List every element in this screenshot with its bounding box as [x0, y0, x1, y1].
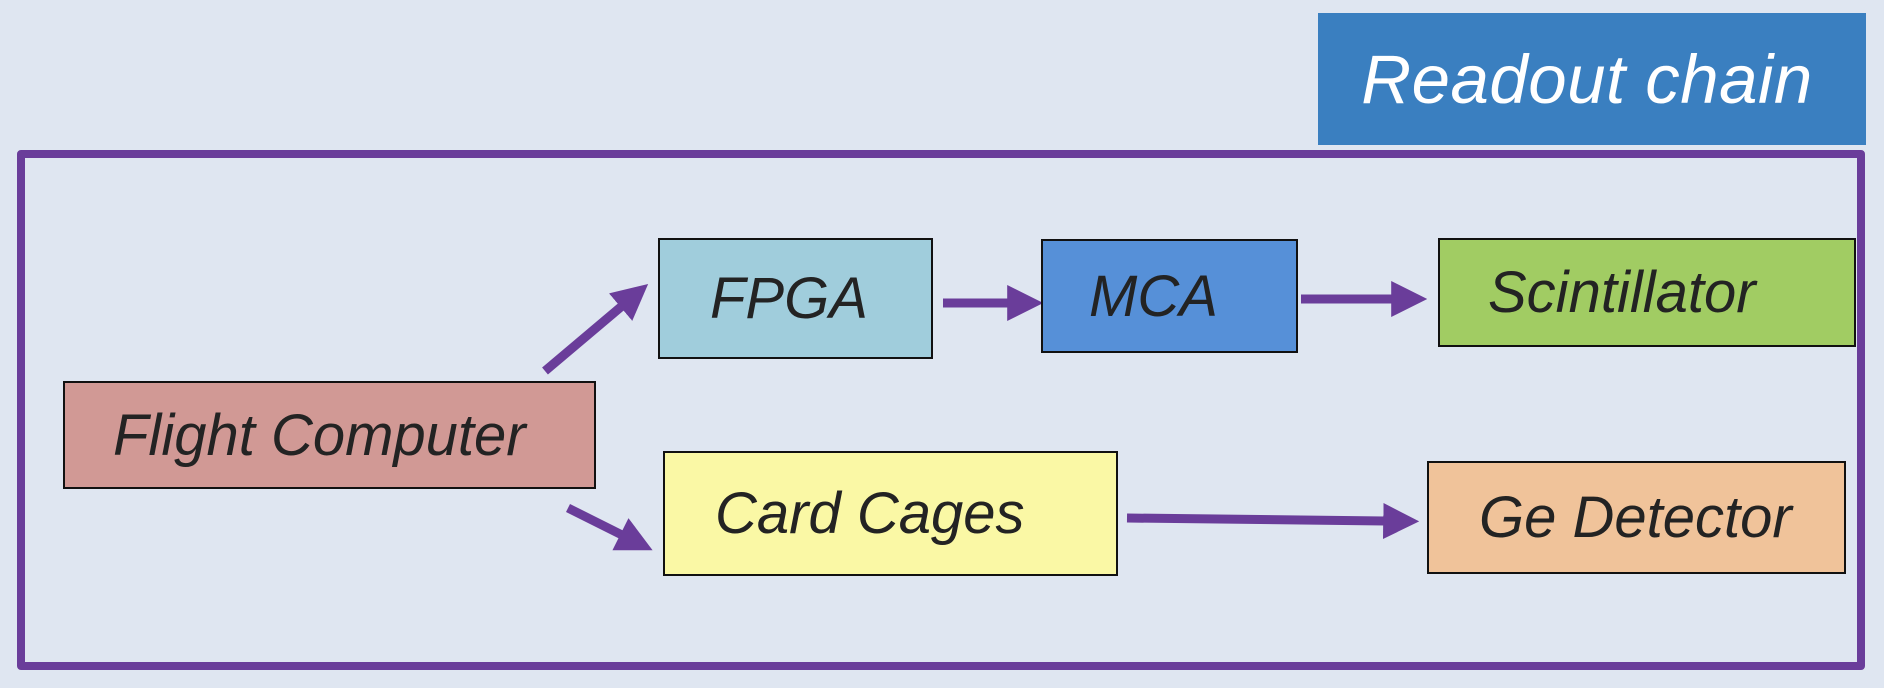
readout-chain-frame	[17, 150, 1865, 670]
scintillator-node: Scintillator	[1438, 238, 1856, 347]
fpga-node: FPGA	[658, 238, 933, 359]
card-cages-node: Card Cages	[663, 451, 1118, 576]
diagram-title: Readout chain	[1361, 40, 1813, 118]
arrow-flight-computer-to-fpga	[542, 283, 649, 375]
ge-detector-node: Ge Detector	[1427, 461, 1846, 574]
card-cages-label: Card Cages	[715, 481, 1025, 546]
arrow-flight-computer-to-card-cages	[565, 503, 653, 551]
flight-computer-label: Flight Computer	[113, 402, 526, 468]
mca-label: MCA	[1089, 263, 1218, 329]
arrow-card-cages-to-ge-detector	[1126, 502, 1420, 539]
scintillator-label: Scintillator	[1488, 260, 1756, 325]
flight-computer-node: Flight Computer	[63, 381, 596, 489]
ge-detector-label: Ge Detector	[1479, 485, 1792, 550]
title-banner: Readout chain	[1318, 13, 1866, 145]
mca-node: MCA	[1041, 239, 1298, 353]
fpga-label: FPGA	[710, 266, 868, 331]
